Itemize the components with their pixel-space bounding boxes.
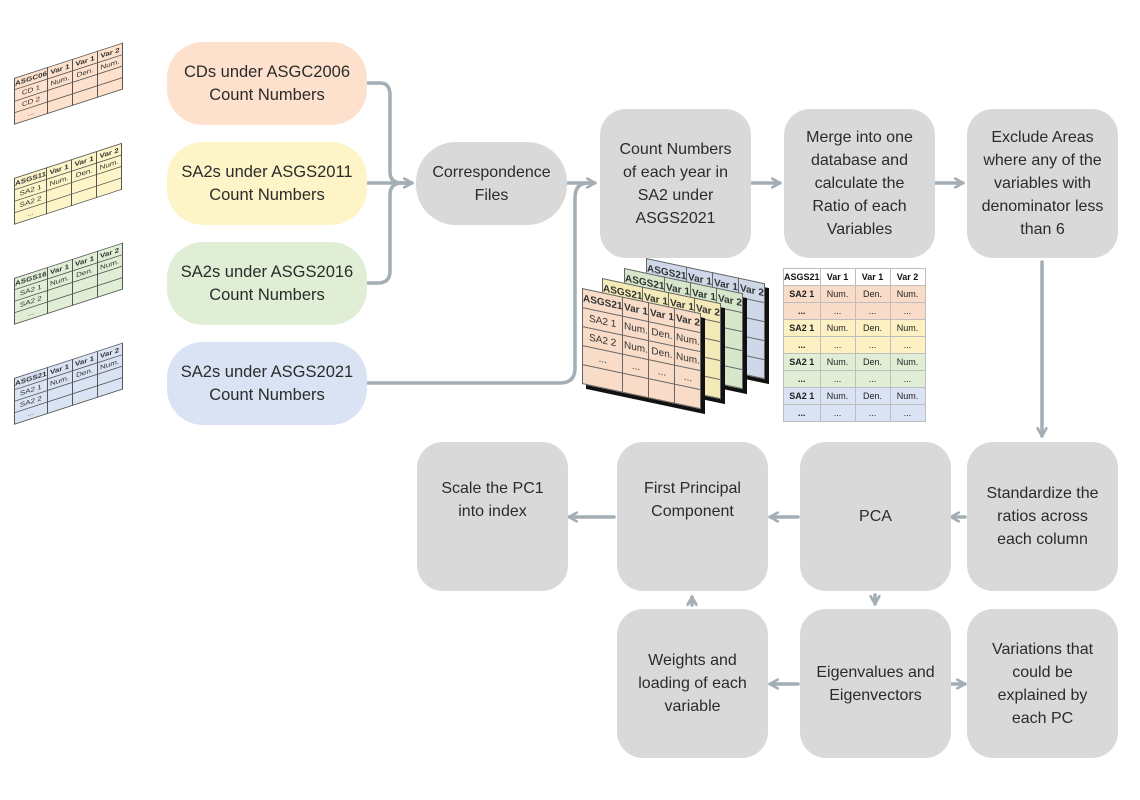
- merged-table-row: ............: [783, 404, 926, 422]
- merged-table-cell: Num.: [889, 387, 926, 405]
- node-pca: PCA: [800, 442, 951, 591]
- node-weights-loading: Weights and loading of each variable: [617, 609, 768, 758]
- merged-table-cell: SA2 1: [783, 353, 821, 371]
- input-cds-asgc2006: CDs under ASGC2006 Count Numbers: [167, 42, 367, 125]
- merged-table-cell: Num.: [889, 353, 926, 371]
- merged-table-cell: SA2 1: [783, 285, 821, 303]
- merged-table-cell: Den.: [854, 387, 891, 405]
- merged-table-cell: Num.: [819, 353, 856, 371]
- merged-table-row: ............: [783, 302, 926, 320]
- connector-cds: [366, 81, 414, 183]
- merged-table-header-cell: Var 2: [889, 268, 926, 286]
- merged-table-cell: ...: [854, 336, 891, 354]
- connector-sa2-2021: [366, 181, 590, 385]
- merged-table-cell: ...: [819, 302, 856, 320]
- merged-table-cell: ...: [889, 404, 926, 422]
- node-first-principal-component: First Principal Component: [617, 442, 768, 591]
- merged-table-cell: ...: [854, 370, 891, 388]
- merged-table-cell: ...: [783, 404, 821, 422]
- merged-table-cell: ...: [783, 302, 821, 320]
- merged-table-cell: Num.: [819, 387, 856, 405]
- merged-table-cell: Num.: [889, 285, 926, 303]
- node-scale-pc1: Scale the PC1 into index: [417, 442, 568, 591]
- node-standardize: Standardize the ratios across each colum…: [967, 442, 1118, 591]
- connector-sa2-2016: [366, 181, 404, 285]
- input-sa2-asgs2016: SA2s under ASGS2016 Count Numbers: [167, 242, 367, 325]
- merged-table-cell: Den.: [854, 353, 891, 371]
- node-count-each-year: Count Numbers of each year in SA2 under …: [600, 109, 751, 258]
- merged-table-cell: Den.: [854, 319, 891, 337]
- merged-table-cell: ...: [889, 302, 926, 320]
- merged-table-cell: SA2 1: [783, 387, 821, 405]
- merged-table-row: ............: [783, 370, 926, 388]
- merged-table-cell: ...: [819, 370, 856, 388]
- merged-table-cell: Den.: [854, 285, 891, 303]
- merged-table-header-cell: ASGS21: [783, 268, 821, 286]
- merged-table-cell: ...: [889, 370, 926, 388]
- merged-table-cell: Num.: [819, 285, 856, 303]
- merged-table-cell: Num.: [889, 319, 926, 337]
- merged-table-row: ............: [783, 336, 926, 354]
- merged-table-cell: ...: [889, 336, 926, 354]
- node-eigen: Eigenvalues and Eigenvectors: [800, 609, 951, 758]
- merged-table-cell: ...: [783, 370, 821, 388]
- merged-table-cell: ...: [783, 336, 821, 354]
- merged-table-cell: ...: [819, 336, 856, 354]
- merged-table-cell: ...: [819, 404, 856, 422]
- node-exclude-areas: Exclude Areas where any of the variables…: [967, 109, 1118, 258]
- node-variations: Variations that could be explained by ea…: [967, 609, 1118, 758]
- node-correspondence-files: Correspondence Files: [416, 142, 567, 225]
- input-sa2-asgs2011: SA2s under ASGS2011 Count Numbers: [167, 142, 367, 225]
- merged-table-cell: ...: [854, 302, 891, 320]
- merged-table-header-cell: Var 1: [819, 268, 856, 286]
- merged-table-cell: ...: [854, 404, 891, 422]
- input-sa2-asgs2021: SA2s under ASGS2021 Count Numbers: [167, 342, 367, 425]
- node-merge-database: Merge into one database and calculate th…: [784, 109, 935, 258]
- merged-table-cell: Num.: [819, 319, 856, 337]
- merged-table-header-cell: Var 1: [854, 268, 891, 286]
- merged-table-cell: SA2 1: [783, 319, 821, 337]
